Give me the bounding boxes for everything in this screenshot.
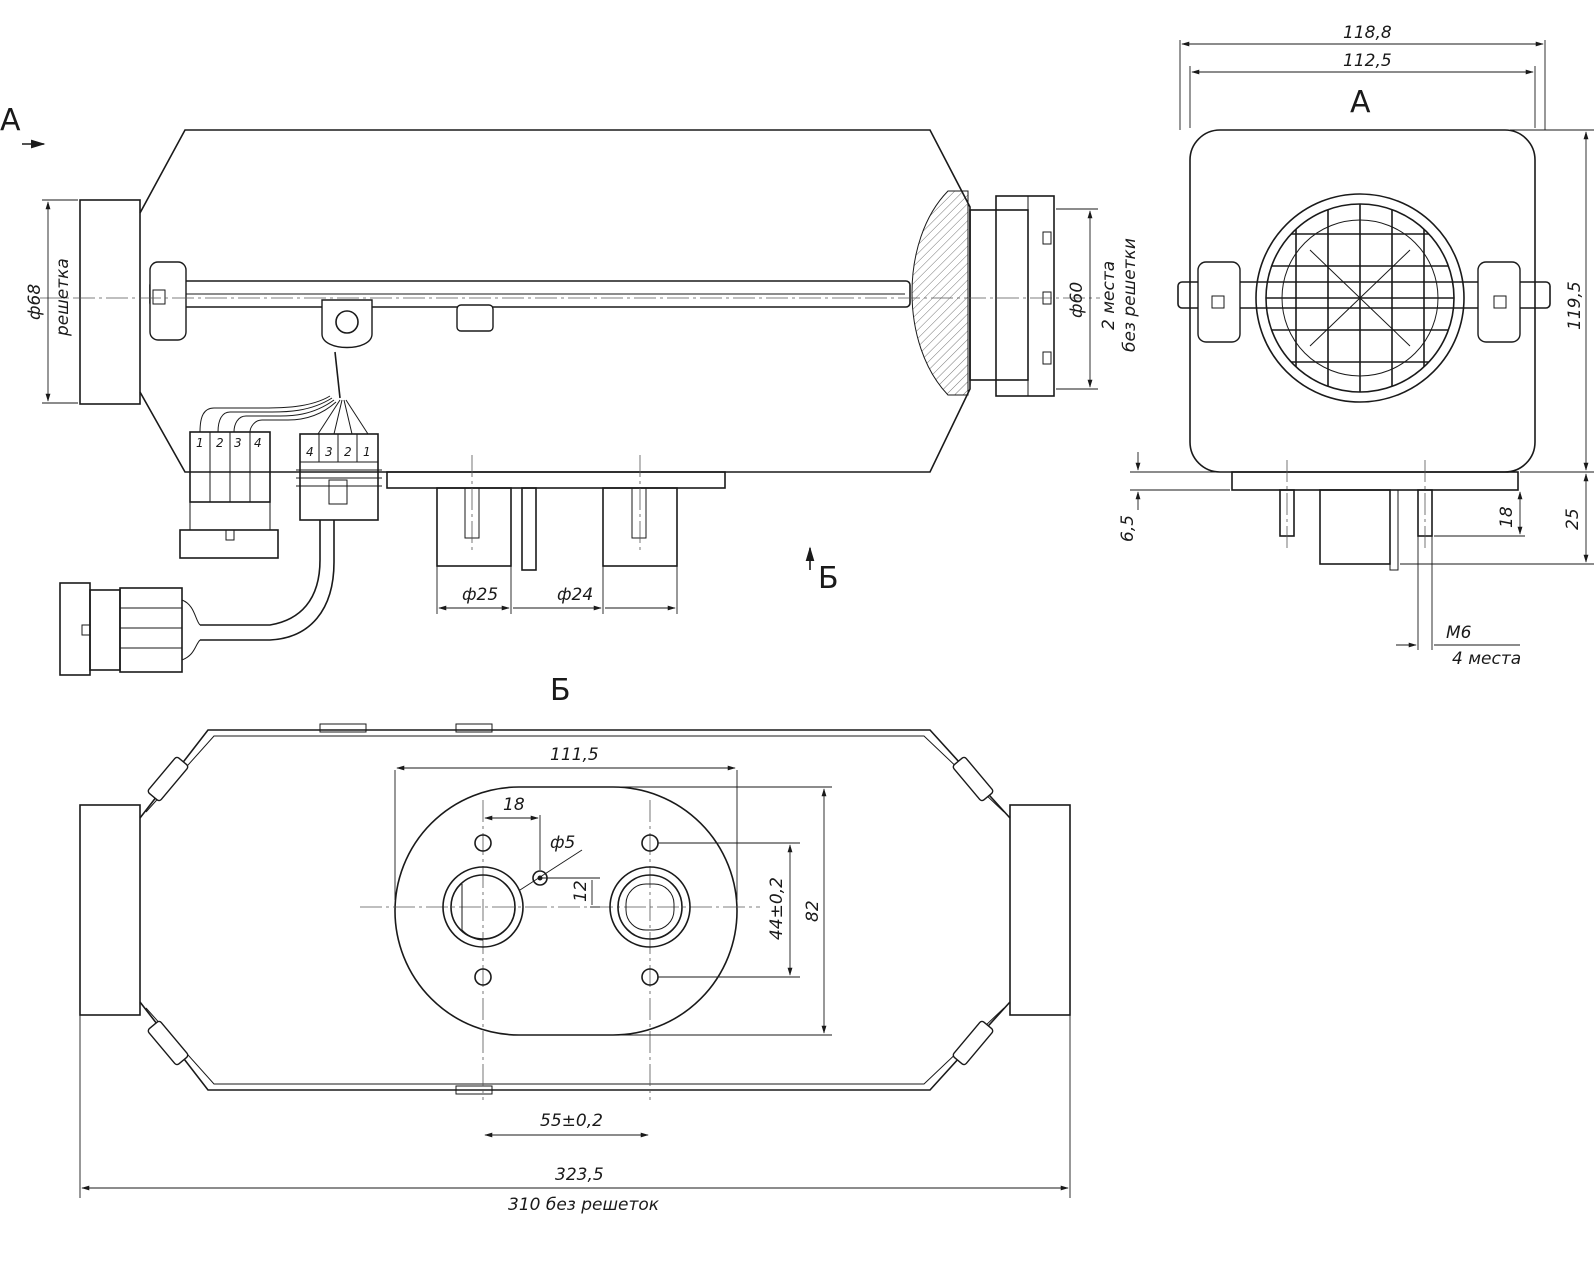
bottom-right-cap <box>1009 804 1071 1016</box>
dim-thread-m6: M6 <box>1446 623 1472 643</box>
pin-label: 4 <box>254 436 262 450</box>
dim-pitch-55: 55±0,2 <box>540 1111 603 1131</box>
dim-width-118-8: 118,8 <box>1343 23 1392 43</box>
dim-pitch-44: 44±0,2 <box>767 877 787 940</box>
bottom-view-b: Б <box>79 673 1071 1215</box>
pin-label: 1 <box>363 445 371 459</box>
end-view-clamp-right <box>1477 261 1521 343</box>
dim-length-no-grilles: 310 без решеток <box>508 1195 660 1215</box>
mounting-flange <box>386 471 726 489</box>
dim-flange-6-5: 6,5 <box>1118 515 1138 542</box>
dim-stud-25: 25 <box>1563 508 1583 530</box>
view-a-marker-label: А <box>0 103 21 138</box>
end-view-clamp-left <box>1197 261 1241 343</box>
dim-stud-18: 18 <box>1497 506 1517 528</box>
dim-d68: ф68 <box>25 284 45 320</box>
end-view-flange <box>1231 471 1519 491</box>
dim-d24: ф24 <box>557 585 593 605</box>
dim-width-112-5: 112,5 <box>1343 51 1392 71</box>
dim-offset-12: 12 <box>571 880 591 902</box>
pin-label: 4 <box>306 445 314 459</box>
bottom-view-title: Б <box>550 673 571 708</box>
dim-height-119-5: 119,5 <box>1565 281 1585 330</box>
dim-grille-label: решетка <box>53 258 73 337</box>
dim-d60: ф60 <box>1067 282 1087 318</box>
mount-hole <box>474 968 492 986</box>
bottom-left-cap <box>79 804 141 1016</box>
pin-label: 2 <box>344 445 352 459</box>
external-plug <box>59 582 91 676</box>
left-grille-cap <box>79 199 141 405</box>
dim-thread-places: 4 места <box>1452 649 1521 669</box>
heater-body-outline <box>139 129 971 473</box>
sensor-boss <box>456 304 494 332</box>
dim-flange-82: 82 <box>803 900 823 922</box>
end-view-a: А <box>1118 23 1594 669</box>
fan-grille <box>1255 193 1465 403</box>
pin-label: 3 <box>234 436 242 450</box>
bottom-flange-oval <box>394 786 738 1036</box>
outlet-grille <box>995 195 1055 397</box>
exhaust-stub <box>436 487 512 567</box>
side-view: А <box>0 103 1140 676</box>
dim-offset-18: 18 <box>503 795 525 815</box>
pin-label: 3 <box>325 445 333 459</box>
right-connector <box>299 433 379 521</box>
exhaust-port <box>442 866 524 948</box>
power-cable <box>200 520 321 626</box>
dim-no-grille: без решетки <box>1120 238 1140 352</box>
dim-total-length: 323,5 <box>555 1165 604 1185</box>
pin-label: 1 <box>196 436 204 450</box>
view-b-marker-label: Б <box>818 561 839 596</box>
body-section-hatch <box>911 190 969 396</box>
dim-2-places: 2 места <box>1099 261 1119 330</box>
dim-d25: ф25 <box>462 585 498 605</box>
end-view-tie-rod <box>1177 281 1551 309</box>
end-view-title: А <box>1350 85 1371 120</box>
mount-hole <box>474 834 492 852</box>
intake-port <box>609 866 691 948</box>
dim-d5: ф5 <box>550 833 575 853</box>
pin-label: 2 <box>216 436 224 450</box>
outlet-collar <box>969 209 1029 381</box>
cable-clip <box>321 299 373 349</box>
fuel-pipe <box>521 487 537 571</box>
dim-flange-111-5: 111,5 <box>550 745 599 765</box>
tie-rod-clamp <box>149 261 187 341</box>
